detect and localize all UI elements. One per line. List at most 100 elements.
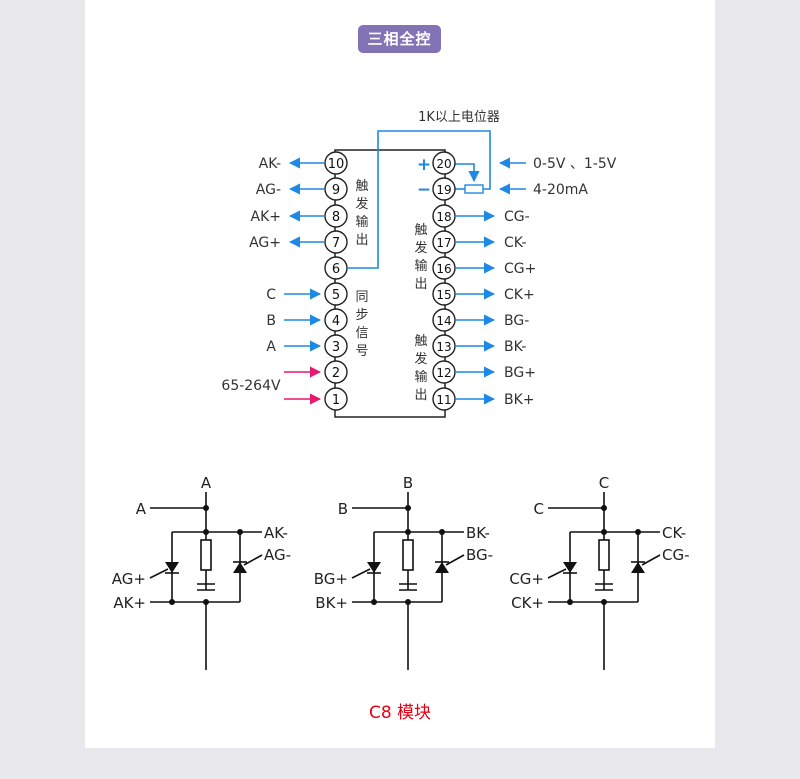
phase-g-plus-label: CG+ [509, 570, 544, 588]
phase-a-circuit: A A AK- AG- AG+ AK+ [112, 474, 291, 670]
pin-2-number: 2 [332, 366, 340, 381]
phase-k-plus-label: CK+ [511, 594, 544, 612]
title-badge: 三相全控 [358, 25, 441, 53]
pin-14-circle [432, 308, 456, 332]
pin-16-number: 16 [436, 262, 451, 276]
pin-14-label: BG- [504, 313, 529, 329]
phase-k-plus-label: BK+ [315, 594, 348, 612]
pin-4-label: B [266, 313, 276, 329]
pin-20-number: 20 [436, 157, 451, 171]
pin-8-label: AK+ [251, 209, 282, 225]
pin-3-number: 3 [332, 340, 340, 355]
pin-11-label: BK+ [504, 392, 535, 408]
pin-9-label: AG- [256, 182, 281, 198]
pin-4-number: 4 [332, 314, 340, 329]
pin-3-circle [324, 334, 348, 358]
svg-text:输: 输 [414, 369, 427, 385]
svg-text:触: 触 [414, 334, 427, 349]
svg-text:号: 号 [355, 344, 368, 359]
svg-text:触: 触 [355, 179, 368, 194]
pin-18-circle [432, 204, 456, 228]
svg-text:信: 信 [355, 326, 368, 341]
potentiometer-symbol [464, 184, 484, 194]
pin-13-label: BK- [504, 339, 526, 355]
svg-text:输: 输 [355, 214, 368, 230]
phase-g-plus-label: BG+ [314, 570, 348, 588]
pin-13-number: 13 [436, 340, 451, 354]
phase-input-label: C [534, 500, 544, 518]
pin-17-circle [432, 230, 456, 254]
phase-input-label: A [136, 500, 147, 518]
pin-17-number: 17 [436, 236, 451, 250]
minus-sign: − [417, 180, 431, 200]
pin-7-number: 7 [332, 236, 340, 251]
pin-12-label: BG+ [504, 365, 536, 381]
pin-14-number: 14 [436, 314, 451, 328]
pot-wire [348, 130, 491, 269]
svg-text:输: 输 [414, 258, 427, 274]
pin-3-label: A [266, 339, 276, 355]
pin-15-number: 15 [436, 288, 451, 302]
pin-12-circle [432, 360, 456, 384]
svg-text:发: 发 [414, 240, 427, 256]
pin-15-circle [432, 282, 456, 306]
pin-16-label: CG+ [504, 261, 536, 277]
pin-6-number: 6 [332, 262, 340, 277]
svg-text:触: 触 [414, 223, 427, 238]
module-caption: C8 模块 [368, 703, 432, 723]
pin-20-circle [432, 151, 456, 175]
svg-text:出: 出 [414, 388, 427, 403]
pin-5-label: C [266, 287, 276, 303]
pin-1-circle [324, 387, 348, 411]
pin-6-circle [324, 256, 348, 280]
svg-text:发: 发 [414, 351, 427, 367]
phase-top-label: A [201, 474, 212, 492]
svg-text:出: 出 [355, 233, 368, 248]
pin-9-circle [324, 177, 348, 201]
pin-1-number: 1 [332, 393, 340, 408]
phase-input-label: B [338, 500, 348, 518]
phase-k-minus-label: BK- [466, 524, 490, 542]
svg-text:出: 出 [414, 277, 427, 292]
pin-19-number: 19 [436, 183, 451, 197]
pin-10-number: 10 [328, 157, 345, 172]
plus-sign: + [417, 155, 431, 175]
pin-7-label: AG+ [249, 235, 281, 251]
phase-g-minus-label: AG- [264, 546, 291, 564]
phase-k-minus-label: AK- [264, 524, 288, 542]
phase-k-plus-label: AK+ [113, 594, 146, 612]
pin-18-label: CG- [504, 209, 530, 225]
pin-18-number: 18 [436, 210, 451, 224]
pin-4-circle [324, 308, 348, 332]
pin-13-circle [432, 334, 456, 358]
right-pin-group: 0-5V 、1-5V204-20mA19CG-18CK-17CG+16CK+15… [432, 151, 617, 411]
pin-5-number: 5 [332, 288, 340, 303]
pin-8-number: 8 [332, 210, 340, 225]
pin-5-circle [324, 282, 348, 306]
pot-wiper [455, 163, 480, 183]
pin-7-circle [324, 230, 348, 254]
pin-19-circle [432, 177, 456, 201]
pin-10-label: AK- [259, 156, 281, 172]
pin-19-label: 4-20mA [533, 182, 588, 198]
pin-10-circle [324, 151, 348, 175]
pin-8-circle [324, 204, 348, 228]
phase-top-label: B [403, 474, 413, 492]
phase-g-plus-label: AG+ [112, 570, 146, 588]
pin-11-number: 11 [436, 393, 451, 407]
pin-16-circle [432, 256, 456, 280]
thyristor-phase-group: AAAK-AG-AG+AK+BBBK-BG-BG+BK+CCCK-CG-CG+C… [112, 474, 690, 670]
pin-12-number: 12 [436, 366, 451, 380]
svg-text:同: 同 [355, 290, 368, 305]
pin-2-circle [324, 360, 348, 384]
potentiometer-label: 1K以上电位器 [418, 110, 500, 125]
phase-g-minus-label: CG- [662, 546, 690, 564]
